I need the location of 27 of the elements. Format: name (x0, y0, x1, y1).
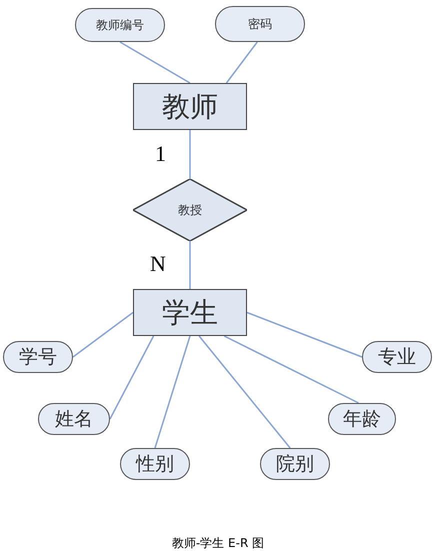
connector-line (189, 130, 191, 179)
cardinality-label: N (150, 253, 166, 275)
connector-line (246, 312, 362, 358)
node-label: 教师编号 (96, 16, 144, 34)
caption: 教师-学生 E-R 图 (172, 535, 264, 551)
connector-line (224, 335, 359, 404)
node-label: 学号 (19, 345, 57, 370)
connector-line (154, 336, 191, 448)
relationship-diamond (133, 179, 247, 241)
connector-line (120, 41, 190, 84)
connector-line (226, 42, 258, 84)
node-label: 年龄 (343, 407, 381, 432)
node-label: 学生 (162, 294, 218, 330)
node-label: 教师 (162, 88, 218, 124)
node-label: 姓名 (55, 407, 93, 432)
entity-box (133, 289, 247, 336)
connector-line (198, 336, 291, 448)
connector-line (189, 241, 191, 289)
node-label: 性别 (136, 452, 174, 477)
connector-line (72, 312, 134, 358)
node-label: 院别 (276, 452, 314, 477)
cardinality-label: 1 (155, 143, 166, 165)
node-label: 专业 (378, 345, 416, 370)
entity-box (133, 83, 247, 130)
node-label: 教授 (178, 202, 202, 218)
connector-line (109, 336, 154, 420)
node-label: 密码 (248, 16, 272, 32)
